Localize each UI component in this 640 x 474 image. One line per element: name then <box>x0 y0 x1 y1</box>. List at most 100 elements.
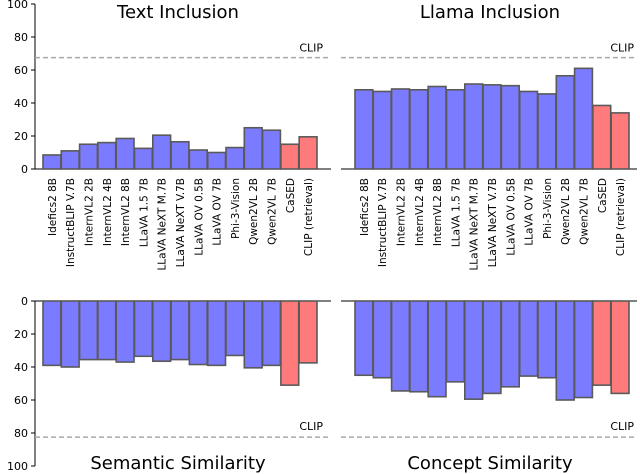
concept-similarity-bar-5 <box>445 300 466 383</box>
text-inclusion-category-label-7: LLaVA NeXT V.7B <box>175 178 187 267</box>
llama-inclusion-category-label-5: LLaVA 1.5 7B <box>450 178 462 247</box>
text-inclusion-category-label-14: CLIP (retrieval) <box>303 178 315 256</box>
text-inclusion-category-label-5: LLaVA 1.5 7B <box>138 178 150 247</box>
concept-similarity-bar-1 <box>372 300 392 379</box>
text-inclusion-category-label-2: InternVL2 2B <box>84 178 96 246</box>
text-inclusion-category-label-9: LLaVA OV 7B <box>212 178 224 246</box>
semantic-similarity-bar-14 <box>298 300 318 364</box>
semantic-similarity-ytick-label-0: 0 <box>21 295 28 308</box>
text-inclusion-category-label-6: LLaVA NeXT M.7B <box>157 178 169 271</box>
llama-inclusion-bar-10 <box>537 93 557 170</box>
llama-inclusion-bar-12 <box>573 67 594 170</box>
text-inclusion-ytick-label-40: 40 <box>14 97 28 110</box>
semantic-similarity-bar-1 <box>60 300 80 368</box>
llama-inclusion-reference-label: CLIP <box>610 42 634 55</box>
concept-similarity-bar-14 <box>610 300 630 395</box>
text-inclusion-bar-11 <box>243 126 263 170</box>
text-inclusion-bar-10 <box>225 146 245 170</box>
text-inclusion-bar-3 <box>97 141 117 170</box>
concept-similarity-bar-10 <box>537 300 557 379</box>
llama-inclusion-bar-3 <box>409 89 429 170</box>
semantic-similarity-bar-10 <box>225 300 245 357</box>
semantic-similarity-bar-4 <box>115 300 135 363</box>
llama-inclusion-category-label-0: Idefics2 8B <box>359 178 371 236</box>
semantic-similarity-ytick-label-40: 40 <box>14 361 28 374</box>
semantic-similarity-title: Semantic Similarity <box>90 453 266 474</box>
text-inclusion-reference-label: CLIP <box>299 42 323 55</box>
semantic-similarity-bar-11 <box>243 300 263 369</box>
semantic-similarity-bar-12 <box>261 300 282 367</box>
concept-similarity-bar-8 <box>500 300 520 388</box>
concept-similarity-bar-0 <box>354 300 374 377</box>
semantic-similarity-bar-5 <box>133 300 154 358</box>
concept-similarity-bar-2 <box>390 300 411 392</box>
concept-similarity-title: Concept Similarity <box>407 453 573 474</box>
llama-inclusion-bar-9 <box>518 90 539 170</box>
semantic-similarity-bar-0 <box>42 300 62 367</box>
semantic-similarity-reference-label: CLIP <box>299 420 323 433</box>
text-inclusion-bar-13 <box>280 143 300 170</box>
llama-inclusion-bar-8 <box>500 84 520 170</box>
text-inclusion-category-label-10: Phi-3-Vision <box>230 178 242 239</box>
llama-inclusion-category-label-13: CaSED <box>597 178 609 213</box>
llama-inclusion-category-label-11: Qwen2VL 2B <box>560 178 572 245</box>
text-inclusion-ytick-label-100: 100 <box>7 0 28 11</box>
text-inclusion-bar-7 <box>170 140 190 170</box>
text-inclusion-ytick-label-0: 0 <box>21 163 28 176</box>
llama-inclusion-bar-1 <box>372 90 392 170</box>
concept-similarity-bar-4 <box>427 300 447 398</box>
llama-inclusion-bar-5 <box>445 89 466 170</box>
semantic-similarity-bar-9 <box>206 300 227 367</box>
llama-inclusion-category-label-10: Phi-3-Vision <box>542 178 554 239</box>
text-inclusion-bar-1 <box>60 150 80 170</box>
text-inclusion-bar-9 <box>206 151 227 170</box>
text-inclusion-bar-2 <box>78 143 99 170</box>
text-inclusion-bar-6 <box>152 134 172 170</box>
text-inclusion-bar-0 <box>42 154 62 170</box>
text-inclusion-ytick-label-80: 80 <box>14 31 28 44</box>
semantic-similarity-bar-2 <box>78 300 99 361</box>
semantic-similarity-bar-8 <box>188 300 208 366</box>
llama-inclusion-bar-7 <box>482 84 502 170</box>
llama-inclusion-bar-2 <box>390 88 411 170</box>
concept-similarity-bar-13 <box>592 300 612 386</box>
text-inclusion-bar-12 <box>261 129 282 170</box>
text-inclusion-ytick-label-20: 20 <box>14 130 28 143</box>
semantic-similarity-ytick-label-100: 100 <box>7 460 28 473</box>
llama-inclusion-category-label-12: Qwen2VL 7B <box>579 178 591 245</box>
llama-inclusion-category-label-9: LLaVA OV 7B <box>524 178 536 246</box>
text-inclusion-bar-8 <box>188 149 208 170</box>
llama-inclusion-bar-14 <box>610 112 630 170</box>
text-inclusion-bar-14 <box>298 136 318 170</box>
text-inclusion-category-label-11: Qwen2VL 2B <box>248 178 260 245</box>
llama-inclusion-bar-13 <box>592 104 612 170</box>
llama-inclusion-category-label-1: InstructBLIP V.7B <box>377 178 389 267</box>
llama-inclusion-category-label-8: LLaVA OV 0.5B <box>505 178 517 256</box>
semantic-similarity-ytick-label-60: 60 <box>14 394 28 407</box>
text-inclusion-title: Text Inclusion <box>116 2 239 23</box>
concept-similarity-bar-3 <box>409 300 429 393</box>
llama-inclusion-category-label-4: InternVL2 8B <box>432 178 444 246</box>
text-inclusion-category-label-1: InstructBLIP V.7B <box>65 178 77 267</box>
text-inclusion-ytick-label-60: 60 <box>14 64 28 77</box>
concept-similarity-bar-6 <box>463 300 484 400</box>
text-inclusion-category-label-8: LLaVA OV 0.5B <box>193 178 205 256</box>
semantic-similarity-ytick-label-20: 20 <box>14 328 28 341</box>
concept-similarity-bar-12 <box>573 300 594 399</box>
text-inclusion-category-label-12: Qwen2VL 7B <box>267 178 279 245</box>
llama-inclusion-category-label-14: CLIP (retrieval) <box>615 178 627 256</box>
text-inclusion-bar-5 <box>133 147 154 170</box>
llama-inclusion-category-label-2: InternVL2 2B <box>396 178 408 246</box>
semantic-similarity-bar-7 <box>170 300 190 361</box>
llama-inclusion-category-label-3: InternVL2 4B <box>414 178 426 246</box>
text-inclusion-bar-4 <box>115 137 135 170</box>
llama-inclusion-bar-11 <box>555 74 575 170</box>
semantic-similarity-bar-13 <box>280 300 300 386</box>
text-inclusion-category-label-3: InternVL2 4B <box>102 178 114 246</box>
text-inclusion-category-label-13: CaSED <box>285 178 297 213</box>
llama-inclusion-bar-4 <box>427 85 447 170</box>
concept-similarity-bar-7 <box>482 300 502 395</box>
semantic-similarity-bar-6 <box>152 300 172 363</box>
llama-inclusion-category-label-7: LLaVA NeXT V.7B <box>487 178 499 267</box>
